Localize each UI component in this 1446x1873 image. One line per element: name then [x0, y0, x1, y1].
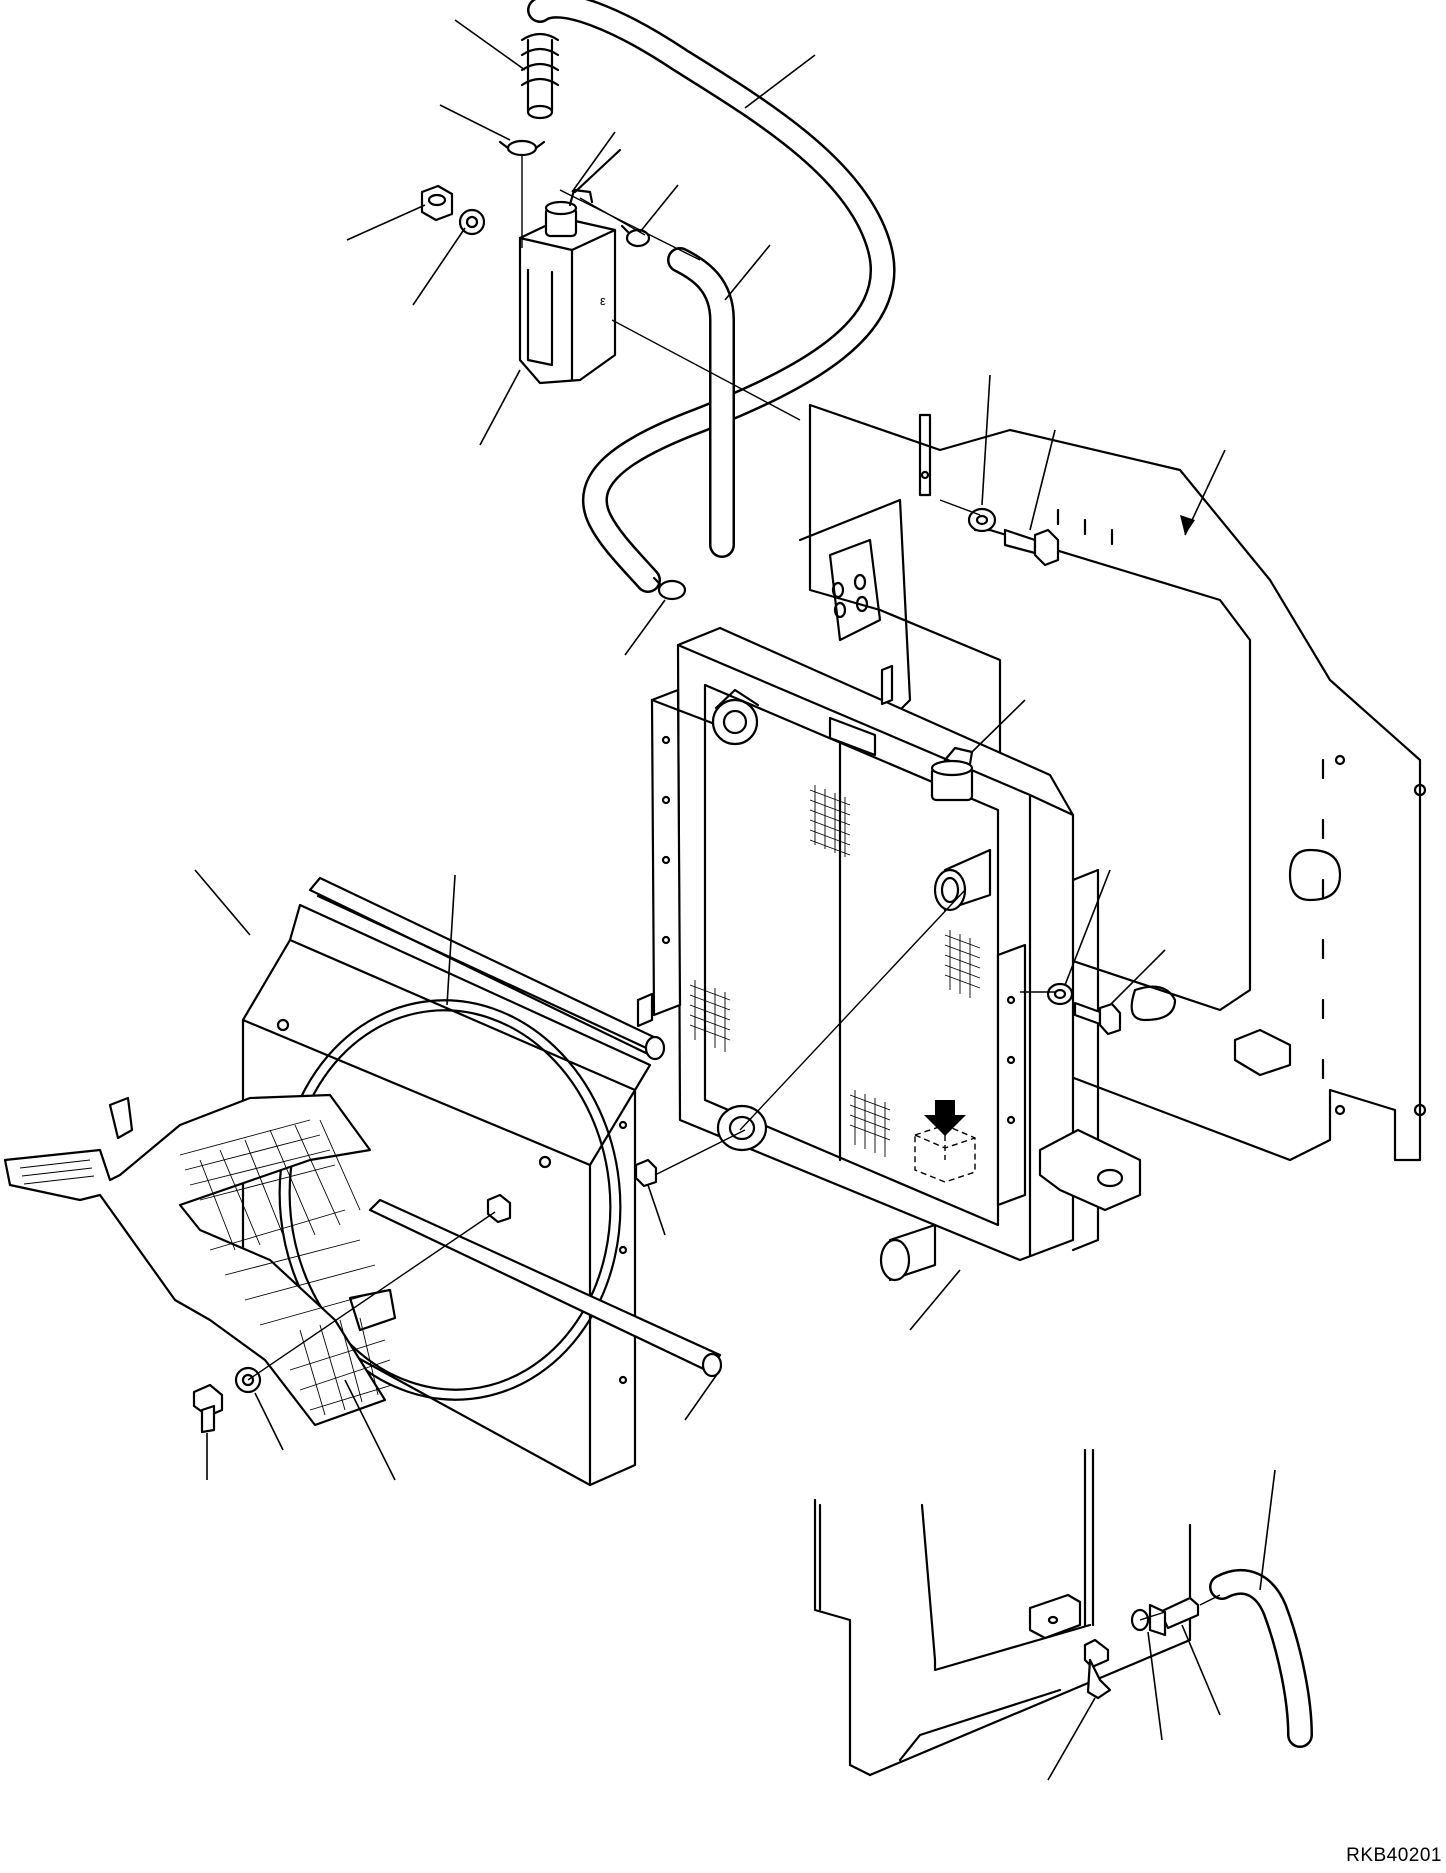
drawing-code: RKB40201	[1346, 1845, 1442, 1866]
fan-guard	[5, 1095, 395, 1425]
reserve-tank: ε	[520, 150, 620, 383]
guard-bolt	[194, 1385, 222, 1432]
radiator-washer	[1048, 984, 1072, 1004]
leader-lines	[195, 20, 1275, 1780]
tank-washer	[460, 210, 484, 234]
assembly-lines	[248, 155, 1055, 1380]
bracket-bolt	[1005, 530, 1058, 565]
shroud-clip	[636, 1160, 656, 1186]
hose-clamp-tank	[622, 226, 649, 246]
radiator	[638, 628, 1140, 1280]
hose-clamp-top	[500, 141, 544, 155]
shroud-nut	[488, 1195, 510, 1222]
hose-clamp-lower	[654, 578, 685, 599]
overflow-hose	[680, 260, 722, 545]
svg-text:ε: ε	[600, 293, 606, 308]
bracket-washer	[969, 509, 995, 531]
drain-detail	[815, 1450, 1300, 1775]
seal-upper	[310, 878, 664, 1059]
radiator-bracket	[800, 405, 1425, 1160]
upper-hose	[522, 6, 883, 580]
seal-lower	[370, 1200, 721, 1376]
tank-nut	[422, 186, 452, 220]
leader-arrowhead	[1180, 515, 1195, 535]
